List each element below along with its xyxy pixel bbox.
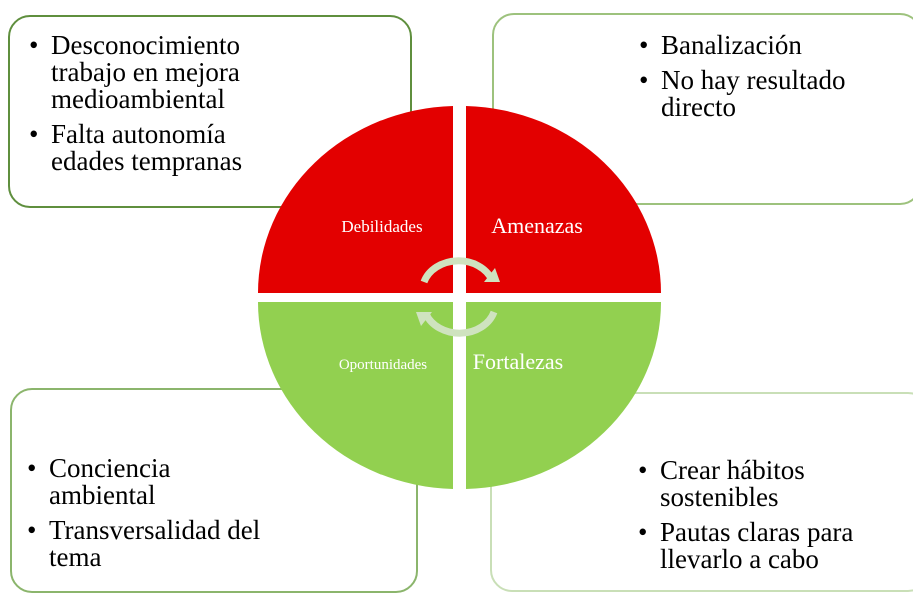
swot-circle: Debilidades Amenazas Oportunidades Forta…	[257, 106, 661, 489]
oportunidades-list: Conciencia ambiental Transversalidad del…	[24, 455, 274, 579]
fortalezas-point: Pautas claras para llevarlo a cabo	[635, 519, 905, 573]
fortalezas-point: Crear hábitos sostenibles	[635, 457, 905, 511]
fortalezas-quadrant	[466, 302, 661, 489]
amenazas-quadrant	[466, 106, 661, 293]
debilidades-list: Desconocimiento trabajo en mejora medioa…	[26, 32, 291, 183]
amenazas-point: Banalización	[636, 32, 896, 60]
debilidades-quadrant	[257, 106, 453, 293]
debilidades-point: Falta autonomía edades tempranas	[26, 121, 291, 175]
debilidades-label: Debilidades	[341, 217, 422, 236]
oportunidades-point: Transversalidad del tema	[24, 517, 274, 571]
amenazas-point: No hay resultado directo	[636, 67, 896, 121]
fortalezas-list: Crear hábitos sostenibles Pautas claras …	[635, 457, 905, 581]
oportunidades-point: Conciencia ambiental	[24, 455, 274, 509]
amenazas-list: Banalización No hay resultado directo	[636, 32, 896, 129]
fortalezas-label: Fortalezas	[473, 349, 563, 374]
cycle-arrows-icon	[416, 257, 500, 337]
debilidades-point: Desconocimiento trabajo en mejora medioa…	[26, 32, 291, 113]
oportunidades-label: Oportunidades	[339, 357, 427, 373]
oportunidades-quadrant	[257, 302, 453, 489]
amenazas-label: Amenazas	[491, 213, 583, 238]
